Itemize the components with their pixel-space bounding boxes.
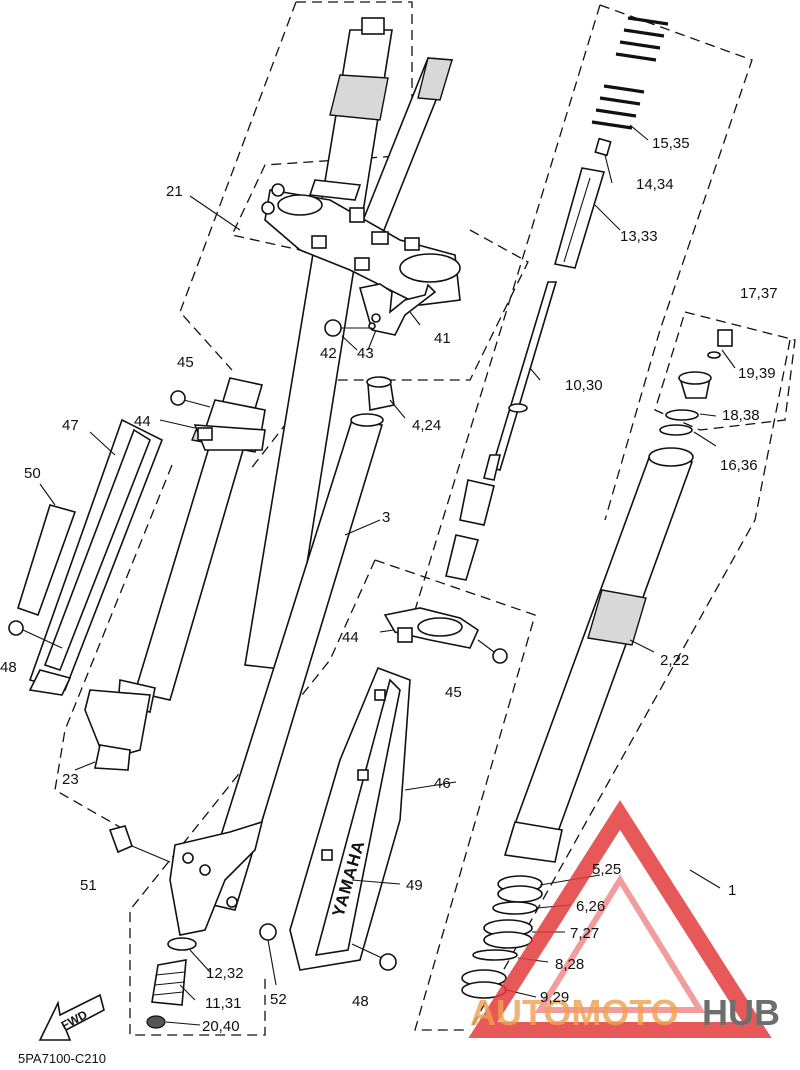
label-6-26: 6,26 — [576, 898, 605, 915]
label-45-lower: 45 — [445, 684, 462, 701]
inner-tube-3 — [198, 413, 384, 911]
left-inner-tube — [244, 17, 393, 671]
label-45-upper: 45 — [177, 354, 194, 371]
seal-ring-stack — [461, 875, 543, 999]
label-2-22: 2,22 — [660, 652, 689, 669]
watermark-text-part2: HUB — [702, 992, 780, 1033]
label-49: 49 — [406, 877, 423, 894]
label-3: 3 — [382, 509, 390, 526]
watermark-logo: AUTOMOTO HUB — [468, 800, 780, 1038]
label-44-lower: 44 — [342, 629, 359, 646]
fork-guard-clamp-lower — [383, 607, 480, 649]
spacer-14 — [594, 137, 612, 157]
label-8-28: 8,28 — [555, 956, 584, 973]
part-51 — [108, 825, 171, 863]
label-5-25: 5,25 — [592, 861, 621, 878]
label-12-32: 12,32 — [206, 965, 244, 982]
label-14-34: 14,34 — [636, 176, 674, 193]
label-41: 41 — [434, 330, 451, 347]
fwd-arrow: FWD — [38, 993, 105, 1041]
label-21: 21 — [166, 183, 183, 200]
spacer-tube-13 — [553, 167, 606, 269]
spring — [591, 16, 669, 130]
watermark-text-part1: AUTOMOTO — [470, 992, 679, 1033]
label-23: 23 — [62, 771, 79, 788]
dashed-group-outlines — [54, 1, 796, 1036]
right-outer-tube — [503, 447, 694, 863]
diagram-code: 5PA7100-C210 — [18, 1051, 106, 1066]
label-47: 47 — [62, 417, 79, 434]
label-4-24: 4,24 — [412, 417, 441, 434]
damper-rod — [445, 281, 558, 581]
fork-guard-47 — [28, 418, 164, 696]
cap-bolt-assembly — [659, 329, 733, 436]
axle-bracket — [169, 820, 264, 936]
label-44-upper: 44 — [134, 413, 151, 430]
guard-plate-50 — [17, 504, 77, 617]
label-11-31: 11,31 — [205, 995, 241, 1012]
cable-bracket — [358, 283, 437, 336]
label-1: 1 — [728, 882, 736, 899]
bolt-45-upper — [170, 390, 211, 408]
upper-triple-clamp — [261, 183, 461, 306]
label-42: 42 — [320, 345, 337, 362]
label-19-39: 19,39 — [738, 365, 776, 382]
bolt-48-left — [8, 620, 63, 649]
label-9-29: 9,29 — [540, 989, 569, 1006]
label-48-left: 48 — [0, 659, 17, 676]
label-10-30: 10,30 — [565, 377, 603, 394]
label-46: 46 — [434, 775, 451, 792]
label-51: 51 — [80, 877, 97, 894]
label-18-38: 18,38 — [722, 407, 760, 424]
fork-guard-clamp-upper — [193, 424, 266, 451]
label-20-40: 20,40 — [202, 1018, 240, 1035]
label-50: 50 — [24, 465, 41, 482]
label-17-37: 17,37 — [740, 285, 778, 302]
bolt-45-lower — [477, 639, 508, 664]
bolt-42 — [324, 319, 372, 337]
label-48-right: 48 — [352, 993, 369, 1010]
fork-guard-46: YAMAHA — [289, 666, 411, 971]
lower-seal-parts — [146, 937, 197, 1029]
label-7-27: 7,27 — [570, 925, 599, 942]
label-13-33: 13,33 — [620, 228, 658, 245]
label-52: 52 — [270, 991, 287, 1008]
bushing — [366, 376, 395, 411]
label-16-36: 16,36 — [720, 457, 758, 474]
bolt-52 — [259, 923, 277, 986]
part-labels: 1 2,22 3 4,24 5,25 6,26 7,27 8,28 9,29 1… — [0, 135, 778, 1035]
label-15-35: 15,35 — [652, 135, 690, 152]
bolt-48-right — [351, 943, 397, 971]
label-43: 43 — [357, 345, 374, 362]
